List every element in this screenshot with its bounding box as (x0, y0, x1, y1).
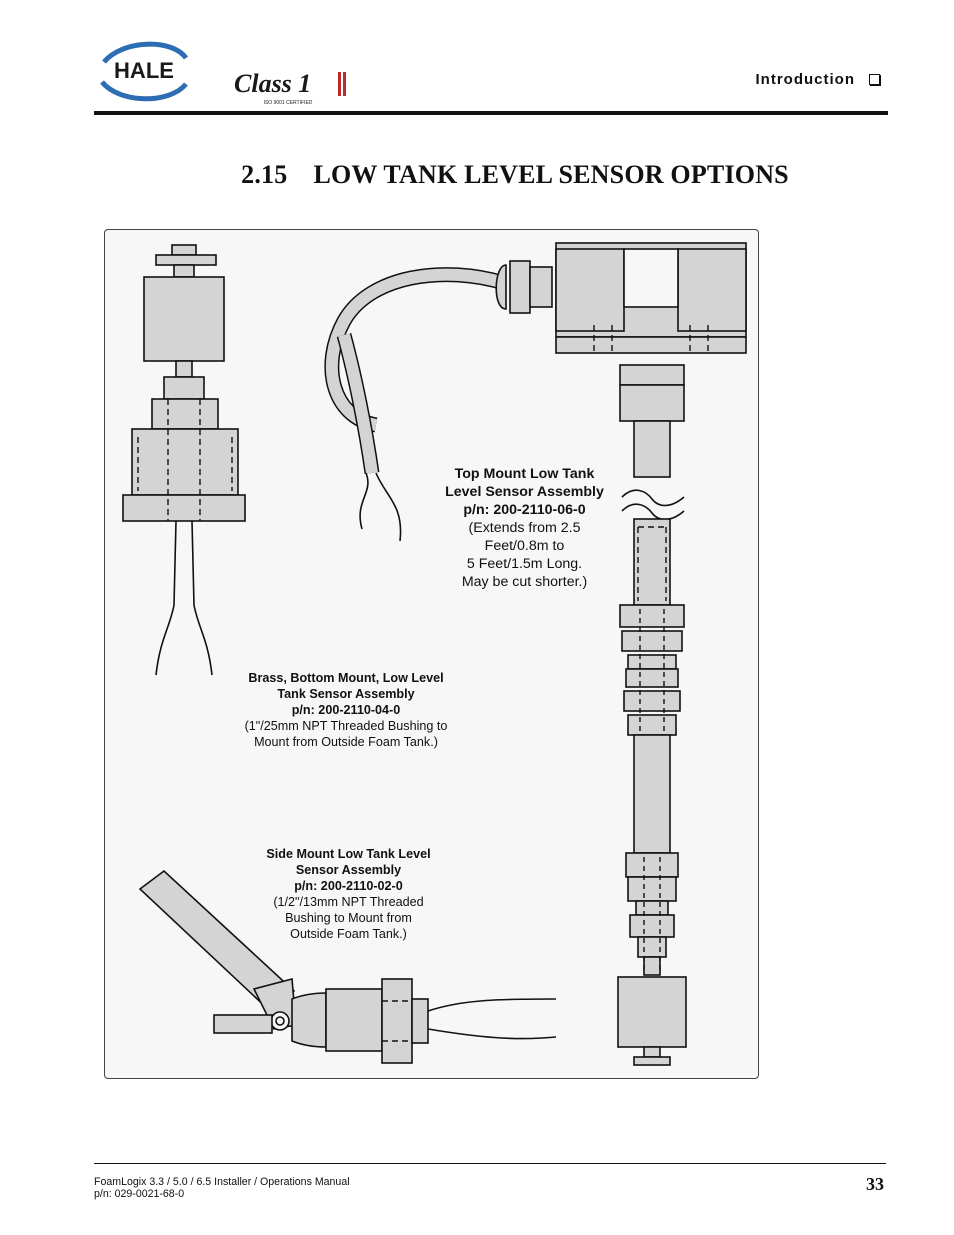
brass-bottom-mount-sensor-drawing (122, 244, 246, 676)
checkbox-icon (869, 74, 880, 85)
brass-title-line1: Brass, Bottom Mount, Low Level (248, 671, 444, 685)
side-note-line3: Outside Foam Tank.) (290, 927, 407, 941)
side-mount-sensor-drawing (138, 869, 557, 1064)
side-title-line1: Side Mount Low Tank Level (266, 847, 431, 861)
hale-logo-text: HALE (114, 58, 174, 83)
top-mount-title-line1: Top Mount Low Tank (454, 466, 595, 482)
header-section-label: Introduction (756, 71, 880, 88)
side-part-number: p/n: 200-2110-02-0 (294, 879, 403, 893)
class1-logo: Class 1 ISO 9001 CERTIFIED (234, 69, 346, 106)
top-mount-part-number: p/n: 200-2110-06-0 (463, 502, 586, 518)
side-note-line1: (1/2"/13mm NPT Threaded (273, 895, 424, 909)
footer-manual-info: FoamLogix 3.3 / 5.0 / 6.5 Installer / Op… (94, 1176, 350, 1200)
section-title-text: LOW TANK LEVEL SENSOR OPTIONS (313, 160, 789, 189)
side-mount-caption: Side Mount Low Tank Level Sensor Assembl… (236, 846, 461, 942)
header-rule (94, 111, 888, 115)
page-number: 33 (866, 1174, 884, 1194)
header-section-text: Introduction (755, 71, 855, 88)
top-mount-sensor-drawing (324, 242, 747, 1066)
brass-title-line2: Tank Sensor Assembly (277, 687, 415, 701)
class1-logo-text: Class 1 (234, 69, 311, 98)
brass-bottom-mount-caption: Brass, Bottom Mount, Low Level Tank Sens… (226, 670, 466, 750)
brass-part-number: p/n: 200-2110-04-0 (291, 703, 401, 717)
section-title: 2.15 LOW TANK LEVEL SENSOR OPTIONS (0, 160, 954, 190)
top-mount-note-line4: May be cut shorter.) (461, 574, 588, 590)
top-mount-note-line2: Feet/0.8m to (484, 538, 565, 554)
sensor-options-figure (122, 242, 747, 1066)
section-number: 2.15 (241, 160, 288, 189)
top-mount-note-line3: 5 Feet/1.5m Long. (466, 556, 583, 572)
side-title-line2: Sensor Assembly (295, 863, 402, 877)
brass-note-line2: Mount from Outside Foam Tank.) (254, 735, 438, 749)
footer-rule (94, 1163, 886, 1164)
hale-logo: HALE (100, 41, 189, 102)
top-mount-caption: Top Mount Low Tank Level Sensor Assembly… (412, 465, 637, 591)
brass-note-line1: (1"/25mm NPT Threaded Bushing to (244, 719, 448, 733)
footer-part-number: p/n: 029-0021-68-0 (94, 1188, 185, 1200)
footer-manual-title: FoamLogix 3.3 / 5.0 / 6.5 Installer / Op… (94, 1176, 350, 1188)
top-mount-note-line1: (Extends from 2.5 (468, 520, 581, 536)
side-note-line2: Bushing to Mount from (285, 911, 412, 925)
top-mount-title-line2: Level Sensor Assembly (445, 484, 604, 500)
class1-logo-subtitle: ISO 9001 CERTIFIED (264, 100, 313, 106)
